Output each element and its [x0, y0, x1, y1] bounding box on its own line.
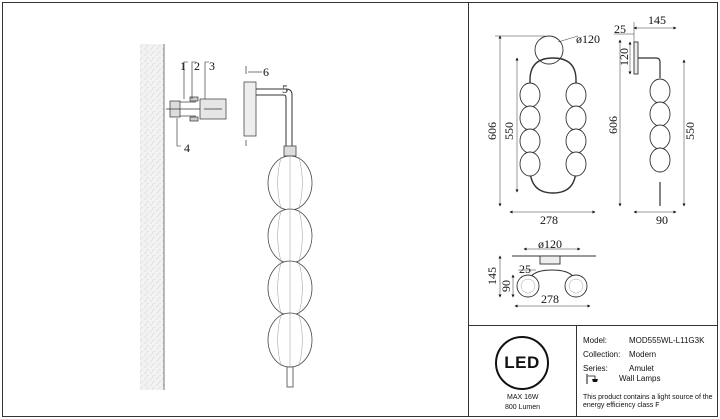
side-view-dimensions [614, 22, 686, 214]
top-width: 278 [541, 292, 559, 306]
wall-lamp-icon [586, 374, 598, 384]
energy-note-line-2: energy efficiency class F [583, 402, 660, 409]
collection-value: Modern [629, 350, 657, 359]
mounting-hardware [166, 66, 257, 146]
top-canopy-diameter: ø120 [538, 237, 562, 251]
type-value: Wall Lamps [619, 374, 661, 383]
front-canopy-diameter: ø120 [576, 32, 600, 46]
side-height-body: 550 [683, 122, 697, 140]
series-value: Amulet [629, 364, 654, 373]
side-bottom: 90 [656, 213, 668, 227]
callout-3: 3 [209, 59, 215, 73]
series-label: Series: [583, 364, 608, 373]
side-view-fixture [633, 41, 671, 206]
side-height-total: 606 [606, 116, 620, 134]
led-label: LED [504, 353, 540, 372]
front-width: 278 [540, 213, 558, 227]
energy-note: This product contains a light source of … [583, 394, 713, 410]
callout-6: 6 [263, 65, 269, 79]
callout-4: 4 [184, 141, 190, 155]
model-value: MOD555WL-L11G3K [629, 336, 705, 345]
front-view-dimensions [495, 35, 596, 214]
collection-label: Collection: [583, 350, 621, 359]
wall-section [140, 44, 165, 390]
title-block-divider [468, 325, 718, 326]
led-lumen: 800 Lumen [505, 404, 541, 411]
callout-labels: 1 2 3 4 5 6 [180, 59, 288, 155]
callout-1: 1 [180, 59, 186, 73]
top-depth: 145 [485, 267, 499, 285]
model-label: Model: [583, 336, 608, 345]
front-view-fixture [519, 35, 587, 194]
lamp-shades [267, 145, 313, 388]
top-view-fixture [512, 255, 596, 298]
top-offset: 25 [519, 262, 531, 276]
callout-leaders [176, 61, 282, 147]
front-height-total: 606 [485, 122, 499, 140]
title-block-divider [576, 325, 577, 417]
callout-2: 2 [194, 59, 200, 73]
front-height-body: 550 [502, 122, 516, 140]
frame-divider [468, 2, 469, 417]
lamp-arm [256, 88, 293, 148]
side-offset: 25 [614, 22, 626, 36]
top-view-dimensions [498, 247, 591, 308]
energy-note-line-1: This product contains a light source of … [583, 394, 713, 401]
led-power: MAX 16W [507, 394, 539, 401]
side-depth: 145 [648, 13, 666, 27]
side-plate: 120 [617, 48, 631, 66]
led-badge: LED [495, 336, 549, 390]
top-shade-depth: 90 [499, 280, 513, 292]
